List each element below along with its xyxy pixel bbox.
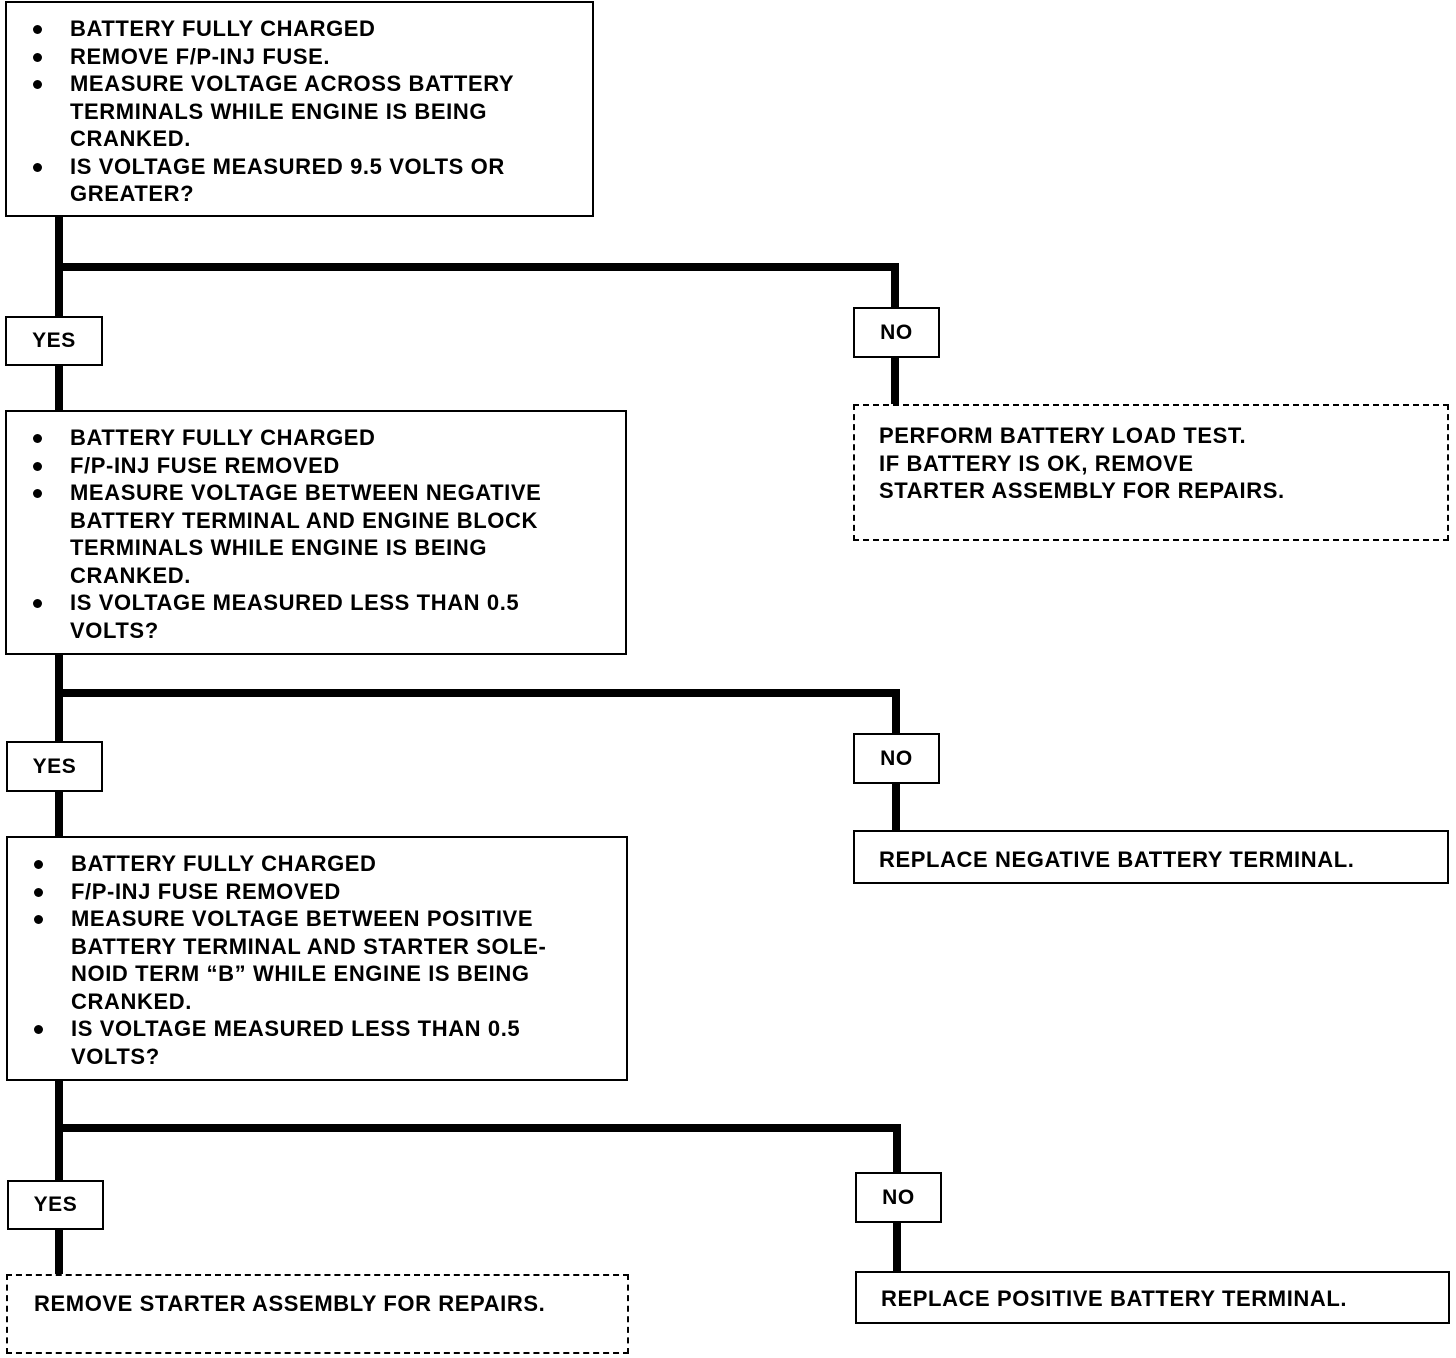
step3-no-label: NO xyxy=(855,1172,942,1223)
step2-yes-label: YES xyxy=(6,741,103,792)
step1-no-action-text: PERFORM BATTERY LOAD TEST. IF BATTERY IS… xyxy=(879,423,1285,503)
step3-item: IS VOLTAGE MEASURED LESS THAN 0.5 VOLTS? xyxy=(8,1015,626,1070)
step1-yes-label: YES xyxy=(5,316,103,366)
step2-test-box: BATTERY FULLY CHARGED F/P-INJ FUSE REMOV… xyxy=(5,410,627,655)
step2-no-label: NO xyxy=(853,733,940,784)
step2-no-action-box: REPLACE NEGATIVE BATTERY TERMINAL. xyxy=(853,830,1449,884)
step1-checklist: BATTERY FULLY CHARGED REMOVE F/P-INJ FUS… xyxy=(7,15,592,208)
step3-item: MEASURE VOLTAGE BETWEEN POSITIVE BATTERY… xyxy=(8,905,626,1015)
step1-test-box: BATTERY FULLY CHARGED REMOVE F/P-INJ FUS… xyxy=(5,1,594,217)
bullet-icon xyxy=(34,887,43,897)
step1-no-action-box: PERFORM BATTERY LOAD TEST. IF BATTERY IS… xyxy=(853,404,1449,541)
step3-no-action-box: REPLACE POSITIVE BATTERY TERMINAL. xyxy=(855,1271,1450,1324)
step3-yes-label: YES xyxy=(7,1180,104,1230)
step2-no-action-text: REPLACE NEGATIVE BATTERY TERMINAL. xyxy=(879,847,1355,872)
step1-item: MEASURE VOLTAGE ACROSS BATTERY TERMINALS… xyxy=(7,70,592,153)
bullet-icon xyxy=(34,915,43,924)
step3-yes-action-box: REMOVE STARTER ASSEMBLY FOR REPAIRS. xyxy=(6,1274,629,1354)
step3-item: BATTERY FULLY CHARGED xyxy=(8,850,626,878)
bullet-icon xyxy=(34,1025,43,1034)
bullet-icon xyxy=(34,860,43,869)
step2-item: IS VOLTAGE MEASURED LESS THAN 0.5 VOLTS? xyxy=(7,589,625,644)
step3-checklist: BATTERY FULLY CHARGED F/P-INJ FUSE REMOV… xyxy=(8,850,626,1070)
step3-test-box: BATTERY FULLY CHARGED F/P-INJ FUSE REMOV… xyxy=(6,836,628,1081)
step1-item: REMOVE F/P-INJ FUSE. xyxy=(7,43,592,71)
step2-item: MEASURE VOLTAGE BETWEEN NEGATIVE BATTERY… xyxy=(7,479,625,589)
step2-checklist: BATTERY FULLY CHARGED F/P-INJ FUSE REMOV… xyxy=(7,424,625,644)
bullet-icon xyxy=(33,52,42,62)
step1-item: BATTERY FULLY CHARGED xyxy=(7,15,592,43)
branch-3-connectors xyxy=(55,1077,901,1278)
step2-item: F/P-INJ FUSE REMOVED xyxy=(7,452,625,480)
bullet-icon xyxy=(33,461,42,471)
step2-item: BATTERY FULLY CHARGED xyxy=(7,424,625,452)
bullet-icon xyxy=(33,162,42,172)
step3-no-action-text: REPLACE POSITIVE BATTERY TERMINAL. xyxy=(881,1286,1348,1311)
bullet-icon xyxy=(33,25,42,34)
step3-item: F/P-INJ FUSE REMOVED xyxy=(8,878,626,906)
step3-yes-action-text: REMOVE STARTER ASSEMBLY FOR REPAIRS. xyxy=(34,1291,546,1316)
bullet-icon xyxy=(33,434,42,443)
bullet-icon xyxy=(33,489,42,498)
branch-1-connectors xyxy=(55,213,899,414)
bullet-icon xyxy=(33,599,42,608)
branch-2-connectors xyxy=(55,651,900,840)
step1-no-label: NO xyxy=(853,307,940,358)
step1-item: IS VOLTAGE MEASURED 9.5 VOLTS OR GREATER… xyxy=(7,153,592,208)
bullet-icon xyxy=(33,80,42,89)
